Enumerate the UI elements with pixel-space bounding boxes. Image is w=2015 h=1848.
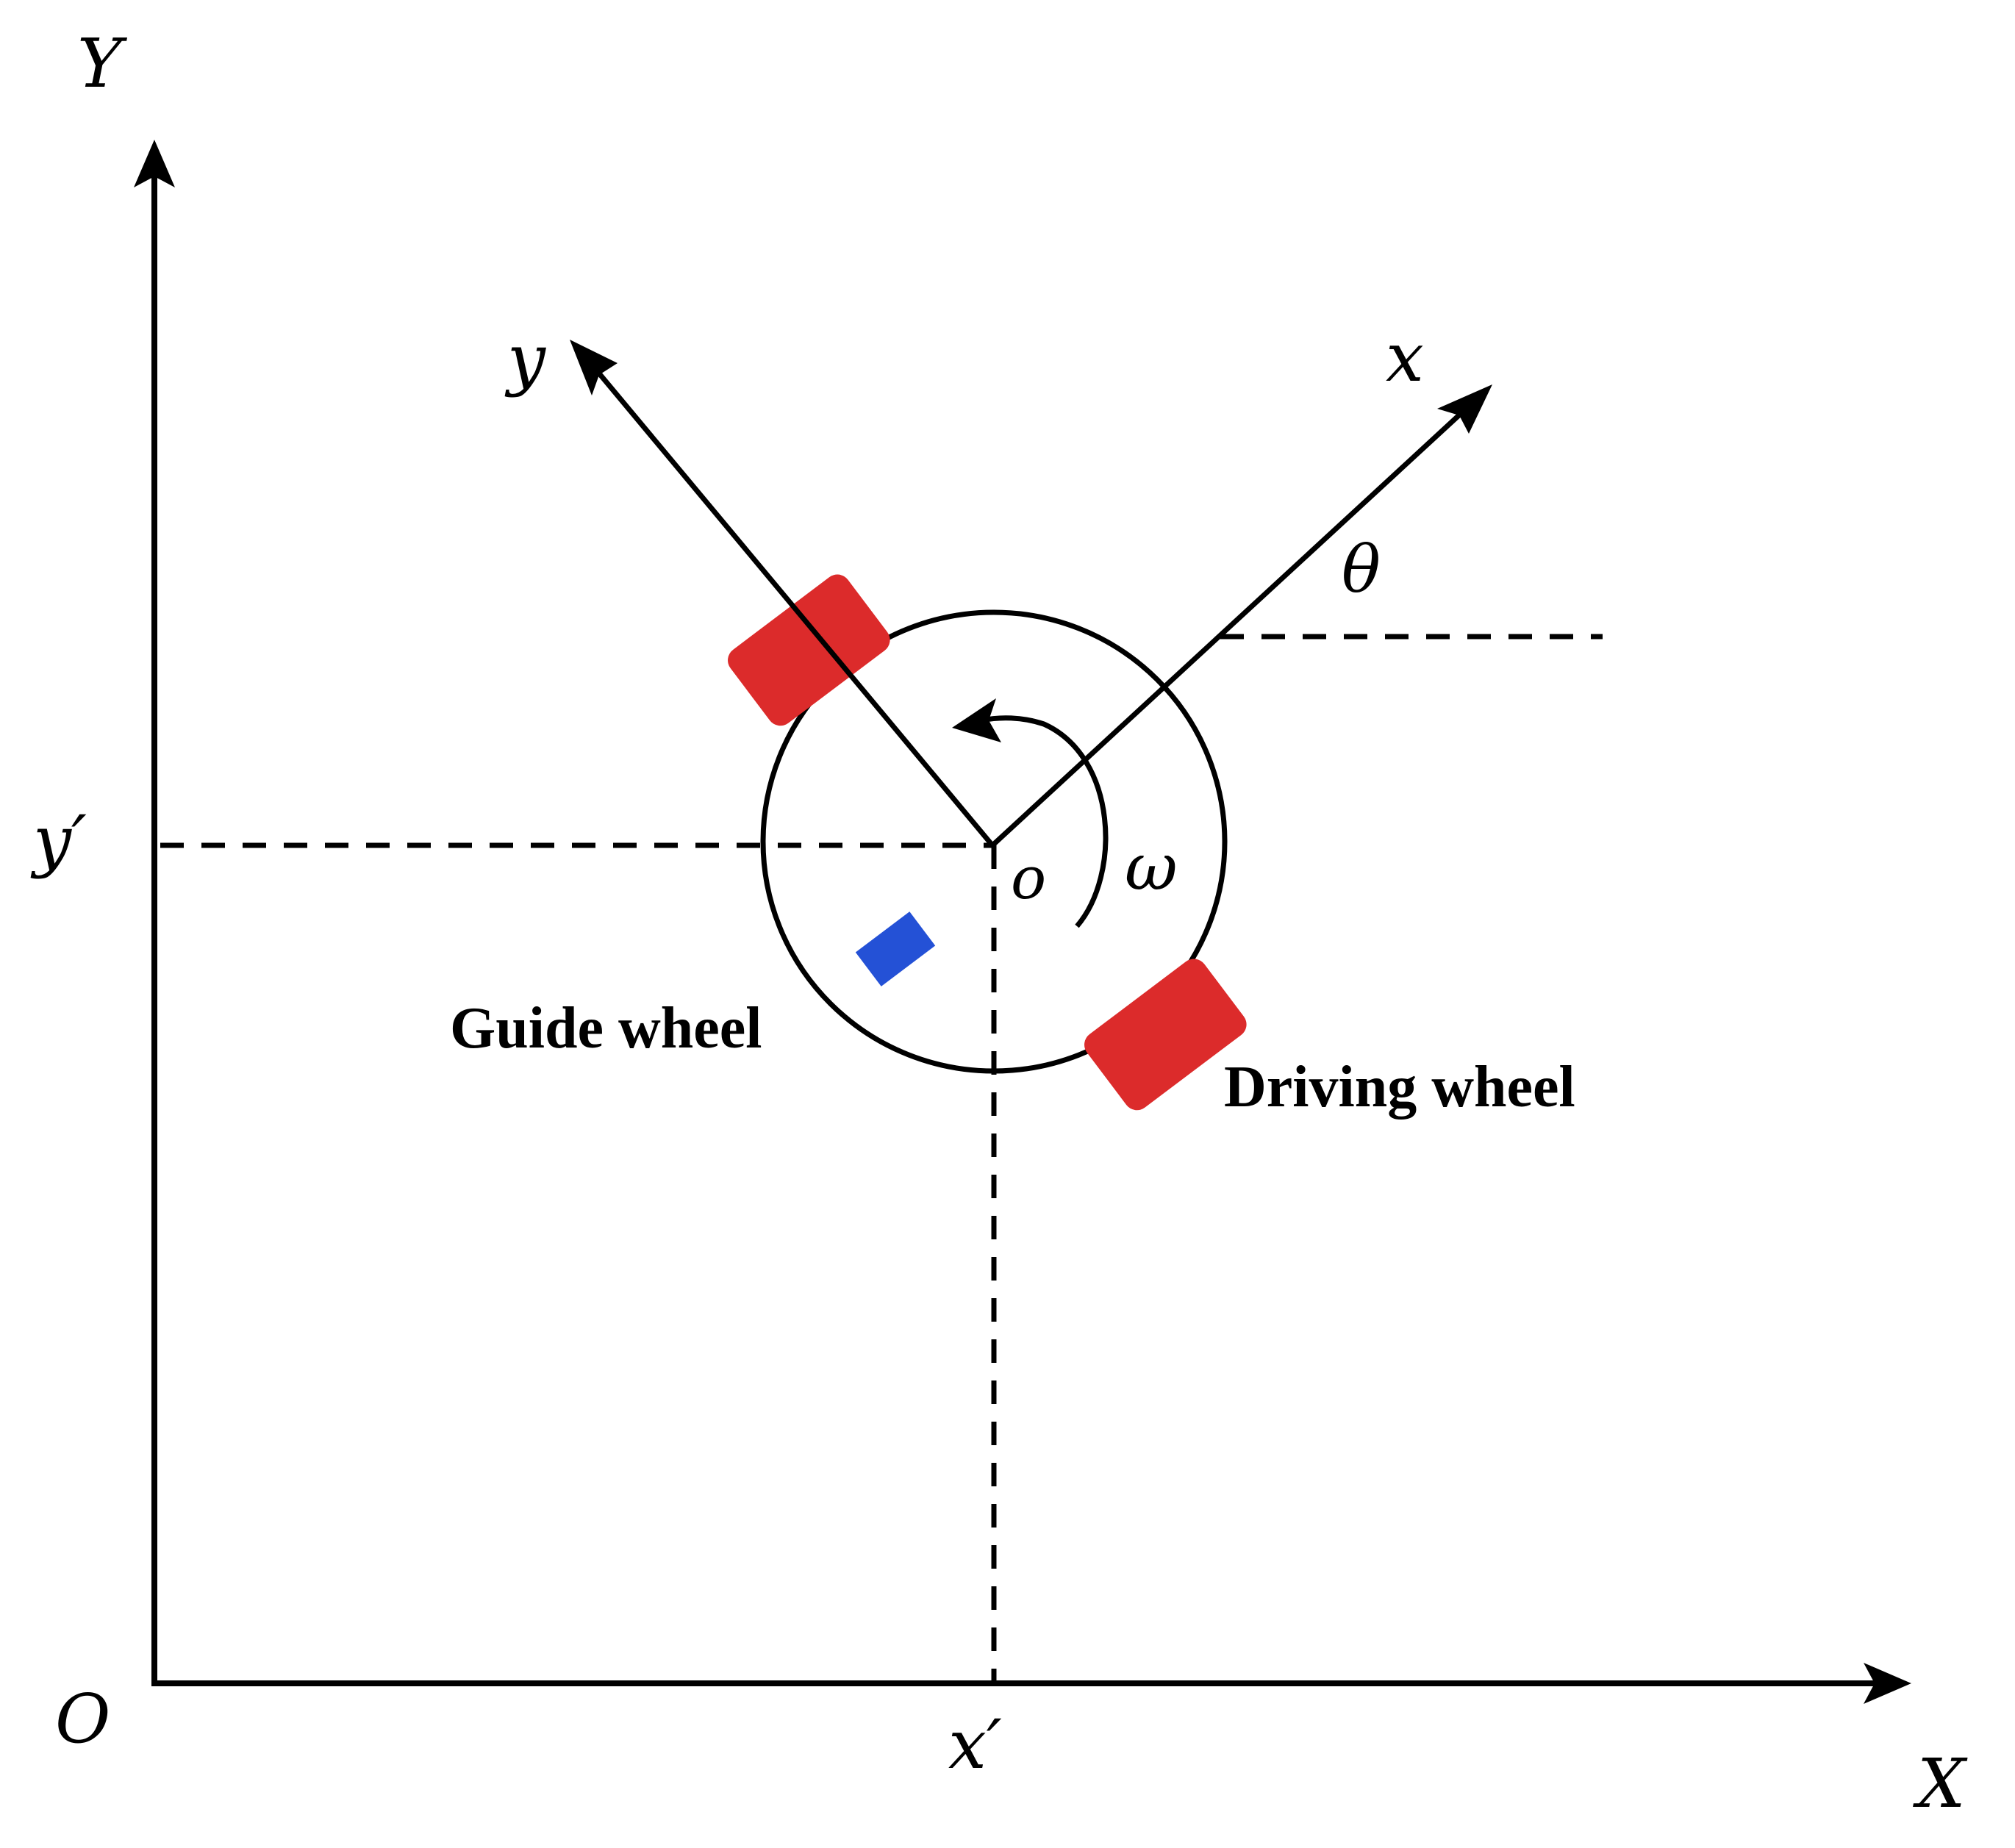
body-y-label: y: [504, 320, 546, 398]
y-prime-label: y′: [30, 801, 87, 880]
driving-wheel-upper: [728, 574, 890, 726]
x-prime-label: x′: [948, 1705, 1002, 1784]
origin-label: O: [55, 1680, 110, 1758]
X-axis-label: X: [1913, 1744, 1968, 1823]
projection-lines: [160, 634, 1603, 1683]
omega-arrow-head: [952, 698, 1001, 742]
body-y-axis-line: [586, 358, 995, 848]
center-o-label: o: [1011, 844, 1046, 912]
x-axis-arrow: [1864, 1663, 1911, 1704]
body-x-axis-line: [990, 409, 1465, 848]
omega-label: ω: [1125, 829, 1178, 905]
body-y-axis-arrow: [570, 340, 618, 395]
driving-wheel-lower: [1084, 959, 1247, 1111]
body-axes: [570, 340, 1492, 848]
robot-body-circle: [760, 609, 1228, 1074]
driving-wheel-label: Driving wheel: [1224, 1055, 1575, 1120]
body-x-label: x: [1386, 318, 1424, 397]
guide-wheel: [855, 912, 936, 986]
theta-label: θ: [1342, 531, 1381, 607]
global-axes: [134, 140, 1911, 1704]
omega-rotation-arc: [981, 715, 1109, 928]
y-axis-arrow: [134, 140, 175, 187]
guide-wheel-label: Guide wheel: [450, 996, 762, 1061]
body-x-axis-arrow: [1437, 384, 1492, 434]
Y-axis-label: Y: [77, 24, 128, 103]
